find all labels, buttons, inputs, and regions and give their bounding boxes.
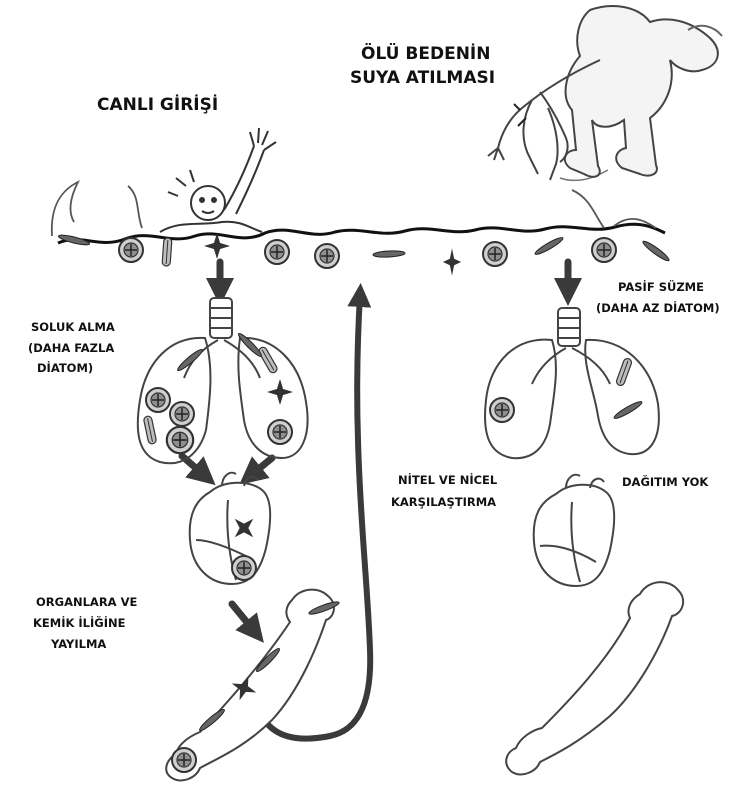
label-breathing-line3: DİATOM) <box>37 362 93 376</box>
label-dead-body-line1: ÖLÜ BEDENİN <box>361 44 490 64</box>
femur-dead <box>506 582 683 774</box>
water-diatoms <box>58 233 671 276</box>
person-disposing-body <box>488 6 722 180</box>
lungs-dead <box>485 308 659 458</box>
water-surface <box>52 170 665 243</box>
label-no-distribution: DAĞITIM YOK <box>622 476 708 490</box>
label-passive-line1: PASİF SÜZME <box>618 281 704 295</box>
drowning-person <box>160 128 276 232</box>
heart-live <box>190 473 270 584</box>
lung-diatoms-dead <box>490 357 643 422</box>
label-spread-line1: ORGANLARA VE <box>36 596 137 610</box>
label-compare-line2: KARŞILAŞTIRMA <box>391 496 496 510</box>
label-breathing-line2: (DAHA FAZLA <box>28 342 114 356</box>
label-spread-line3: YAYILMA <box>51 638 106 652</box>
label-live-entry: CANLI GİRİŞİ <box>97 95 218 115</box>
label-passive-line2: (DAHA AZ DİATOM) <box>596 302 720 316</box>
arrow-heart-bone <box>232 604 255 632</box>
label-compare-line1: NİTEL VE NİCEL <box>398 474 497 488</box>
label-breathing-line1: SOLUK ALMA <box>31 321 115 335</box>
heart-dead <box>534 475 614 586</box>
arrow-lung-heart-right <box>250 458 272 476</box>
label-spread-line2: KEMİK İLİĞİNE <box>33 617 126 631</box>
label-dead-body-line2: SUYA ATILMASI <box>350 68 495 88</box>
